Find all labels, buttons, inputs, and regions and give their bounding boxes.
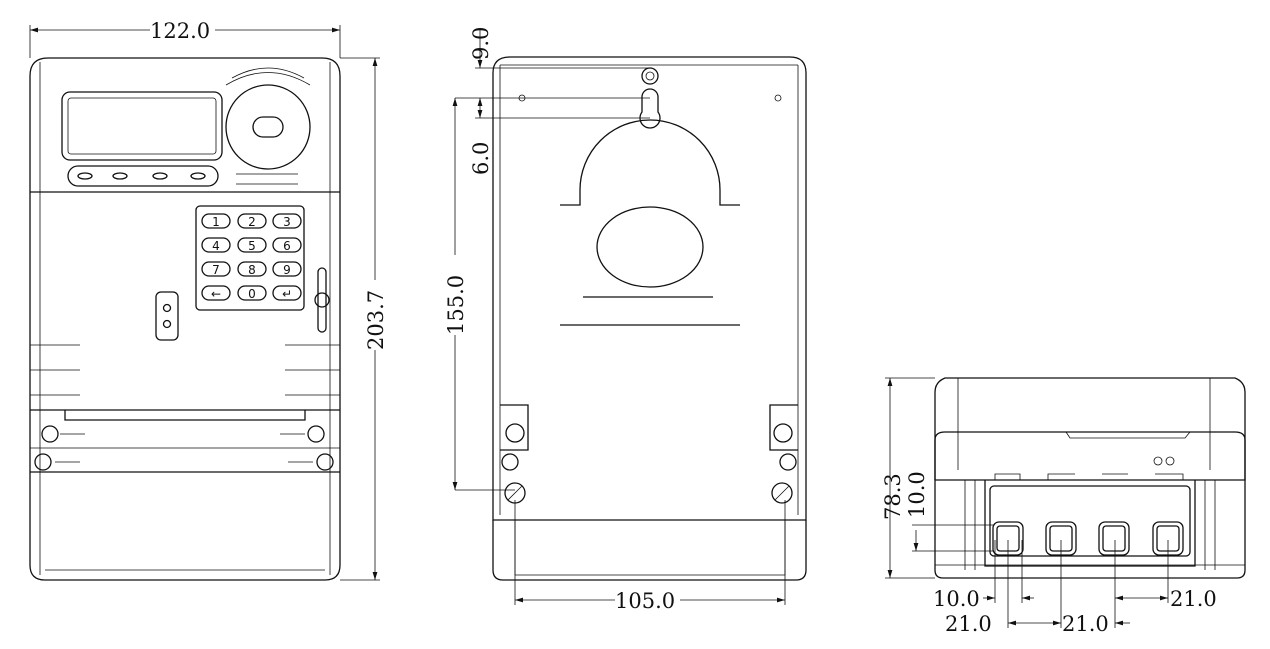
back-view: 9.0 6.0 155.0 105.0 — [444, 27, 807, 613]
key-3: 3 — [283, 215, 291, 229]
key-4: 4 — [212, 239, 220, 253]
depth-dimension: 78.3 — [881, 473, 905, 520]
height-dimension: 203.7 — [364, 290, 388, 350]
key-7: 7 — [212, 263, 220, 277]
key-enter: ↵ — [282, 287, 292, 301]
key-9: 9 — [283, 263, 291, 277]
pitch-dimension-2: 21.0 — [1062, 612, 1109, 636]
key-2: 2 — [248, 215, 256, 229]
width-dimension: 122.0 — [150, 19, 210, 43]
key-back: ← — [211, 287, 221, 301]
hole-spacing-dimension: 6.0 — [469, 142, 493, 175]
terminal-height-dimension: 10.0 — [905, 471, 929, 518]
front-view: 1 2 3 4 5 6 7 8 9 ← 0 ↵ 122.0 203.7 — [29, 19, 388, 581]
top-offset-dimension: 9.0 — [469, 27, 493, 60]
side-view: 78.3 10.0 10.0 21.0 21.0 21.0 — [881, 377, 1246, 636]
key-8: 8 — [248, 263, 256, 277]
key-1: 1 — [212, 215, 220, 229]
key-6: 6 — [283, 239, 291, 253]
keypad: 1 2 3 4 5 6 7 8 9 ← 0 ↵ — [201, 213, 302, 301]
terminal-width-dimension: 10.0 — [933, 587, 980, 611]
key-0: 0 — [248, 287, 256, 301]
mount-height-dimension: 155.0 — [444, 275, 468, 335]
pitch-dimension-3: 21.0 — [1170, 587, 1217, 611]
key-5: 5 — [248, 239, 256, 253]
pitch-dimension-1: 21.0 — [945, 612, 992, 636]
mount-width-dimension: 105.0 — [615, 589, 675, 613]
